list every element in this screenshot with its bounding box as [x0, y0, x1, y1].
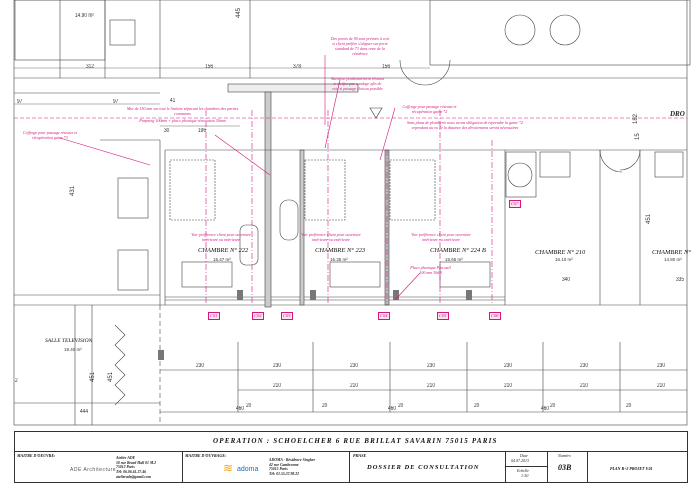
number-value: 03B: [558, 463, 572, 472]
dimension-label: 312: [86, 64, 95, 70]
mo-label: MAITRE D'OUVRAGE:: [185, 453, 227, 458]
dimension-label: 20: [322, 403, 328, 409]
dimension-label: 230: [504, 363, 513, 369]
section-marker: C01: [208, 312, 220, 320]
annotation-coffrage-2: Coffrage pour passage réseaux et récupér…: [402, 104, 457, 114]
dimension-label: 230: [427, 363, 436, 369]
dimension-label: 451: [108, 371, 114, 382]
dimension-label: 210: [504, 383, 513, 389]
label-dro: DRO: [670, 110, 685, 118]
dimension-label: 460: [236, 406, 245, 412]
adoma-logo-icon: ≋: [223, 461, 234, 475]
dimension-label: 156: [382, 64, 391, 70]
room-area: 19.40 m²: [64, 347, 82, 352]
dimension-label: 451: [90, 371, 96, 382]
room-name: CHAMBRE N° 223: [315, 247, 366, 254]
annotation-networks: Attention positionnement réseaux à vérif…: [330, 76, 385, 91]
dimension-label: 182: [633, 113, 639, 124]
dimension-label: 230: [657, 363, 666, 369]
dimension-label: 230: [580, 363, 589, 369]
dimension-label: 460: [388, 406, 397, 412]
annotation-door-preference: Voir préférence client pour ouverture in…: [411, 232, 471, 242]
annotation-door-preference: Voir préférence client pour ouverture in…: [191, 232, 251, 242]
room-area: 15.65 m²: [445, 257, 463, 262]
dimension-label: 156: [205, 64, 214, 70]
dimension-label: 97: [113, 99, 119, 105]
dimension-label: 15: [635, 133, 641, 140]
annotation-plomberie: Sans plans de plomberie nous avons oblig…: [407, 120, 523, 130]
dimension-label: 20: [550, 403, 556, 409]
ade-logo: ADE Architecture: [70, 467, 117, 473]
adoma-logo: adoma: [237, 466, 259, 473]
dimension-label: 210: [657, 383, 666, 389]
dimension-label: 230: [196, 363, 205, 369]
dimension-label: 340: [562, 277, 571, 283]
annotation-parpaing: Parpaing 100mm + placo phonique rénovati…: [139, 118, 226, 123]
phase-value: DOSSIER DE CONSULTATION: [367, 464, 480, 471]
number-label: Numéro: [558, 453, 571, 458]
dimension-label: 460: [541, 406, 550, 412]
operation-title: OPERATION : SCHOELCHER 6 RUE BRILLAT SAV…: [213, 437, 498, 445]
dimension-label: 210: [580, 383, 589, 389]
dimension-label: 230: [350, 363, 359, 369]
dimension-label: 444: [80, 409, 89, 415]
room-name: SALLE TELEVISION: [45, 338, 93, 344]
title-block: OPERATION : SCHOELCHER 6 RUE BRILLAT SAV…: [14, 431, 688, 483]
scale-label: Echelle: [517, 468, 529, 473]
room-area: 14.80 m²: [664, 257, 682, 262]
date-label: Date: [520, 453, 528, 458]
section-marker: C05: [437, 312, 449, 320]
dimension-label: 230: [273, 363, 282, 369]
room-area: 15.47 m²: [213, 257, 231, 262]
section-marker: C07: [509, 200, 521, 208]
dimension-label: 20: [474, 403, 480, 409]
section-marker: C03: [281, 312, 293, 320]
dimension-label: 210: [427, 383, 436, 389]
dimension-label: 210: [273, 383, 282, 389]
room-area: 16.35 m²: [330, 257, 348, 262]
dimension-label: 378: [293, 64, 302, 70]
room-area: 16.10 m²: [555, 257, 573, 262]
dimension-label: 97: [17, 99, 23, 105]
dimension-label: 445: [236, 7, 242, 18]
operation-row: OPERATION : SCHOELCHER 6 RUE BRILLAT SAV…: [15, 432, 687, 452]
dimension-label: 30: [164, 128, 170, 134]
dimension-label: 20: [398, 403, 404, 409]
annotation-wall: Mur de 150 mm sur tout le linéaire sépar…: [126, 106, 239, 116]
annotation-doors: Des portes de 90 sont prévues à voir si …: [330, 36, 390, 56]
annotation-placo: Placo phonique Placostil 100 mm 30dB: [410, 265, 451, 275]
room-name: CHAMBRE N°: [652, 249, 691, 256]
section-marker: C02: [252, 312, 264, 320]
annotation-coffrage-3: Coffrage pour passage réseaux et récupér…: [23, 130, 77, 140]
dimension-label: 196: [198, 128, 207, 134]
dimension-label: 20: [626, 403, 632, 409]
moe-label: MAITRE D'OEUVRE:: [17, 453, 56, 458]
phase-label: PHASE: [353, 453, 367, 458]
room-name: CHAMBRE N° 222: [198, 247, 249, 254]
annotation-door-preference: Voir préférence client pour ouverture in…: [301, 232, 361, 242]
plan-title: PLAN R+2 PROJET V.01: [610, 466, 653, 471]
dimension-label: 210: [350, 383, 359, 389]
dimension-label: 451: [646, 213, 652, 224]
dimension-label: 335: [676, 277, 685, 283]
dimension-label: 431: [70, 185, 76, 196]
dimension-label: 2: [15, 378, 18, 384]
section-marker: C06: [489, 312, 501, 320]
room-name: CHAMBRE N° 224 B: [430, 247, 486, 254]
area-label: 14.90 m²: [75, 13, 94, 19]
dimension-label: 20: [246, 403, 252, 409]
dimension-label: 41: [170, 98, 176, 104]
section-marker: C04: [378, 312, 390, 320]
room-name: CHAMBRE N° 210: [535, 249, 586, 256]
date-value: 04.07.2013: [511, 458, 529, 463]
scale-value: 1:50: [521, 473, 529, 478]
